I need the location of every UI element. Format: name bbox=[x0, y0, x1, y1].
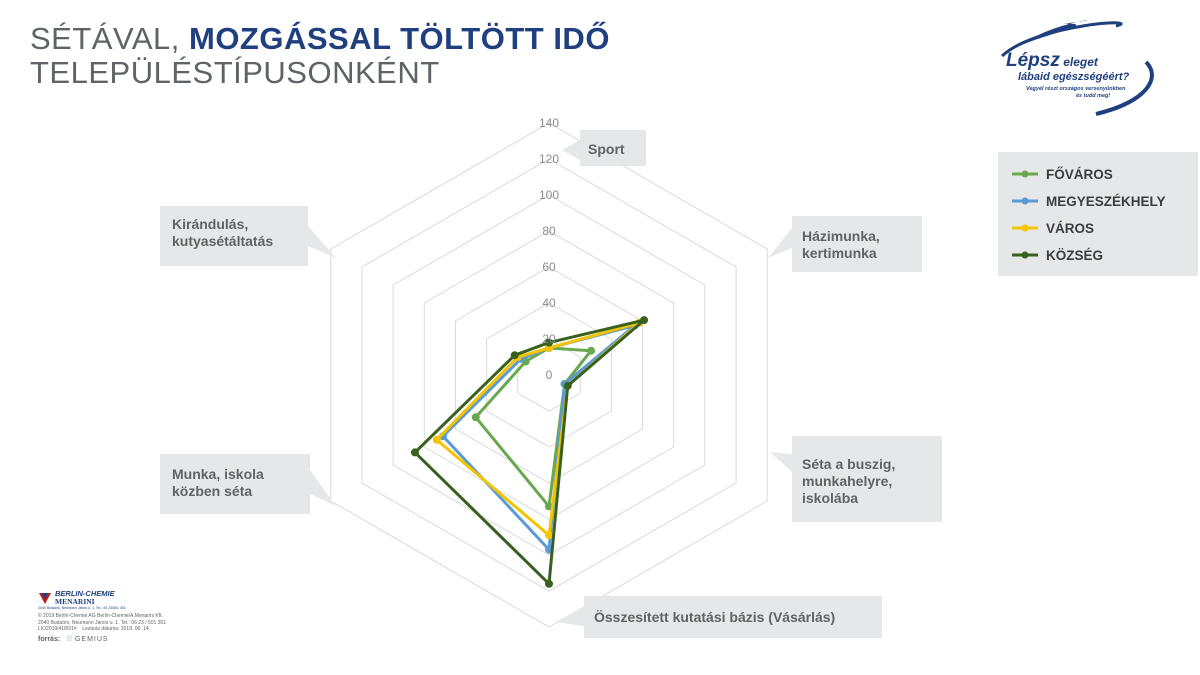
company-name: BERLIN-CHEMIE MENARINI bbox=[55, 590, 115, 606]
tick-label: 120 bbox=[539, 152, 559, 166]
data-point-kozseg bbox=[545, 338, 553, 347]
tick-label: 140 bbox=[539, 116, 559, 130]
tick-label: 100 bbox=[539, 188, 559, 202]
data-point-fovaros bbox=[471, 413, 480, 422]
data-point-kozseg bbox=[640, 316, 649, 325]
company-address-small: 2040 Budaörs, Neumann János u. 1. Tel.: … bbox=[38, 606, 126, 610]
axis-label-munka-line2: közben séta bbox=[172, 483, 253, 499]
campaign-logo: Lépsz eleget lábaid egészségéért? Vegyél… bbox=[1000, 19, 1154, 116]
company-name-line1: BERLIN-CHEMIE bbox=[55, 589, 115, 598]
legend-swatch-kozseg bbox=[1012, 251, 1038, 259]
axis-label-seta-line2: munkahelyre, bbox=[802, 473, 893, 489]
legend-swatch-varos bbox=[1012, 224, 1038, 232]
axis-label-seta: Séta a buszig,munkahelyre,iskolába bbox=[792, 436, 942, 522]
tick-label: 40 bbox=[542, 296, 556, 310]
axis-label-hazimunka-line2: kertimunka bbox=[802, 245, 877, 261]
chart-legend: FŐVÁROS MEGYESZÉKHELY VÁROS KÖZSÉG bbox=[998, 152, 1198, 276]
data-point-kozseg bbox=[510, 351, 519, 360]
grid-ring-120 bbox=[361, 158, 737, 592]
logo-word-eleget: eleget bbox=[1060, 55, 1099, 69]
grid-ring-140 bbox=[330, 122, 768, 628]
footer: BERLIN-CHEMIE MENARINI 2040 Budaörs, Neu… bbox=[38, 590, 198, 643]
pointer-hazimunka bbox=[768, 228, 792, 258]
footer-date: Lezárás dátuma: 2019. 06. 14. bbox=[82, 626, 151, 632]
tick-label: 80 bbox=[542, 224, 556, 238]
axis-label-munka-line1: Munka, iskola bbox=[172, 466, 264, 482]
legend-item-varos: VÁROS bbox=[1012, 218, 1094, 238]
axis-label-kirandulas-line1: Kirándulás, bbox=[172, 216, 249, 232]
source-line: forrás: ⁞⁞⁞ GEMIUS bbox=[38, 635, 198, 644]
grid-ring-80 bbox=[423, 230, 675, 520]
data-point-varos bbox=[432, 435, 441, 444]
axis-label-seta-line1: Séta a buszig, bbox=[802, 456, 896, 472]
data-point-kozseg bbox=[545, 579, 553, 588]
data-point-kozseg bbox=[410, 448, 419, 457]
company-brand: BERLIN-CHEMIE MENARINI bbox=[38, 590, 198, 606]
footer-code: LIO2019/4180/1# bbox=[38, 626, 77, 632]
radar-grid bbox=[330, 122, 768, 628]
pointer-munka bbox=[310, 470, 336, 506]
legend-label-fovaros: FŐVÁROS bbox=[1046, 166, 1113, 182]
data-point-fovaros bbox=[587, 346, 596, 355]
data-point-varos bbox=[545, 531, 553, 540]
legend-swatch-fovaros bbox=[1012, 170, 1038, 178]
logo-subline-1: Vegyél részt országos versenyünkben bbox=[1026, 86, 1126, 92]
radar-ticks: 0 20 40 60 80 100 120 140 bbox=[539, 116, 559, 382]
legend-label-kozseg: KÖZSÉG bbox=[1046, 247, 1104, 263]
company-name-line2: MENARINI bbox=[55, 597, 95, 606]
tick-label: 20 bbox=[542, 332, 556, 346]
title-bold-part: MOZGÁSSAL TÖLTÖTT IDŐ bbox=[189, 21, 610, 56]
source-label: forrás: bbox=[38, 635, 61, 643]
axis-label-osszesitett-text: Összesített kutatási bázis (Vásárlás) bbox=[594, 609, 836, 625]
logo-word-lepsz: Lépsz bbox=[1006, 50, 1060, 71]
radar-series bbox=[410, 316, 649, 588]
svg-text:Lépsz eleget: Lépsz eleget bbox=[1006, 50, 1099, 71]
data-point-kozseg bbox=[563, 381, 572, 390]
gemius-dots-icon: ⁞⁞⁞ bbox=[66, 635, 73, 643]
legend-swatch-megyeszekhely bbox=[1012, 197, 1038, 205]
title-line-2: TELEPÜLÉSTÍPUSONKÉNT bbox=[30, 55, 440, 90]
grid-ring-100 bbox=[392, 194, 706, 556]
title-light-part: SÉTÁVAL, bbox=[30, 21, 189, 56]
footer-copyright: © 2019 Berlin-Chemie AG Berlin-Chemie/A.… bbox=[38, 613, 163, 619]
legend-item-fovaros: FŐVÁROS bbox=[1012, 164, 1113, 184]
axis-label-hazimunka-line1: Házimunka, bbox=[802, 228, 880, 244]
source-name: GEMIUS bbox=[74, 635, 109, 643]
grid-ring-40 bbox=[486, 302, 612, 448]
pointer-seta bbox=[770, 452, 792, 472]
legend-label-megyeszekhely: MEGYESZÉKHELY bbox=[1046, 193, 1166, 209]
axis-label-kirandulas: Kirándulás,kutyasétáltatás bbox=[160, 206, 308, 266]
logo-question: lábaid egészségéért? bbox=[1018, 71, 1130, 83]
logo-subline-2: és tudd meg! bbox=[1076, 93, 1110, 99]
pointer-osszesitett bbox=[556, 606, 584, 626]
axis-label-hazimunka: Házimunka,kertimunka bbox=[792, 216, 922, 272]
legend-label-varos: VÁROS bbox=[1046, 220, 1095, 236]
company-logo-icon bbox=[38, 591, 52, 605]
source-logo: ⁞⁞⁞ GEMIUS bbox=[66, 635, 109, 644]
page-title: SÉTÁVAL, MOZGÁSSAL TÖLTÖTT IDŐ TELEPÜLÉS… bbox=[30, 22, 610, 90]
title-line-1: SÉTÁVAL, MOZGÁSSAL TÖLTÖTT IDŐ bbox=[30, 22, 610, 56]
legend-item-megyeszekhely: MEGYESZÉKHELY bbox=[1012, 191, 1166, 211]
axis-label-sport-text: Sport bbox=[588, 141, 625, 157]
pointer-sport bbox=[562, 140, 580, 160]
pointer-kirandulas bbox=[308, 226, 336, 258]
tick-label: 60 bbox=[542, 260, 556, 274]
axis-label-sport: Sport bbox=[580, 130, 646, 166]
logo-swoosh-arc bbox=[1000, 21, 1123, 58]
footer-address: 2040 Budaörs, Neumann János u. 1. Tel.: … bbox=[38, 619, 167, 626]
axis-label-seta-line3: iskolába bbox=[802, 490, 859, 506]
axis-label-osszesitett: Összesített kutatási bázis (Vásárlás) bbox=[584, 596, 882, 638]
legend-item-kozseg: KÖZSÉG bbox=[1012, 245, 1103, 265]
axis-label-kirandulas-line2: kutyasétáltatás bbox=[172, 233, 274, 249]
tick-label: 0 bbox=[546, 368, 553, 382]
logo-swoosh-bottom bbox=[1095, 60, 1154, 116]
